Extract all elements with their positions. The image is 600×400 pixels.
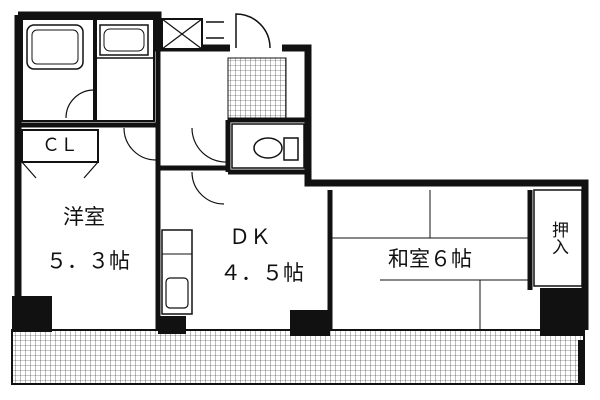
balcony-railing-right — [578, 340, 584, 384]
dk-room-size: ４．５帖 — [220, 261, 304, 285]
western-room-size: ５．３帖 — [46, 249, 130, 273]
closet — [21, 129, 99, 179]
dk-door-swing — [191, 171, 225, 205]
entrance-floor — [227, 57, 287, 121]
bathtub — [26, 24, 84, 70]
kitchen-counter — [161, 229, 193, 315]
oshiire — [533, 189, 583, 287]
washbasin — [99, 24, 149, 56]
western-room-name: 洋室 — [63, 205, 105, 229]
interior-walls — [18, 48, 533, 330]
structural-columns — [12, 288, 584, 336]
kitchen-sink — [165, 277, 189, 309]
japanese-room-label: 和室６帖 — [388, 247, 472, 271]
closet-label: ＣＬ — [42, 135, 78, 156]
toilet — [231, 123, 305, 169]
hall-door-swing — [123, 127, 157, 161]
oshiire-label: 押入 — [548, 221, 569, 255]
shoe-cabinet — [161, 18, 203, 50]
bathroom-door-swing — [65, 89, 95, 119]
dk-room-name: ＤＫ — [229, 225, 271, 249]
balcony — [11, 329, 585, 385]
bathroom — [21, 18, 95, 122]
toilet-door-swing — [191, 127, 229, 163]
entry-door — [206, 13, 271, 49]
tatami-lines — [330, 190, 530, 330]
washroom — [95, 18, 161, 125]
